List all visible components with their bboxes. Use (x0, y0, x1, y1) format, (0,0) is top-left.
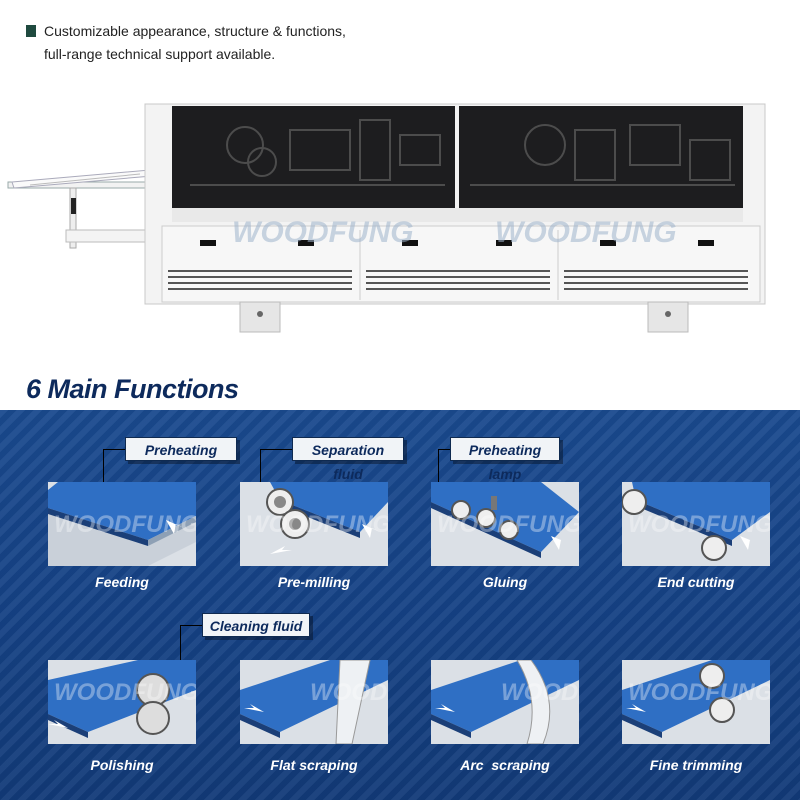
tagline: Customizable appearance, structure & fun… (26, 20, 346, 66)
svg-text:WOODFUNG: WOODFUNG (501, 679, 579, 706)
caption-pre-milling: Pre-milling (277, 574, 351, 590)
brand-watermark-left: WOODFUNG (232, 216, 414, 249)
svg-text:WOODFUNG: WOODFUNG (246, 511, 388, 538)
leader-line-lamp (438, 449, 450, 450)
leader-line-lamp-v (438, 449, 439, 491)
callout-preheating-lamp: Preheating lamp (450, 437, 560, 482)
caption-end-cutting: End cutting (657, 574, 735, 590)
tagline-line-2: full-range technical support available. (44, 46, 276, 62)
edge-banding-machine-image: WOODFUNG WOODFUNG (7, 103, 766, 333)
caption-feeding: Feeding (95, 574, 149, 590)
leader-line-cleaning-v (180, 625, 181, 680)
caption-flat-scraping: Flat scraping (270, 757, 358, 773)
leader-line-cleaning (180, 625, 202, 626)
tile-end-cutting: WOODFUNG (622, 482, 770, 566)
leader-line-separation (260, 449, 292, 450)
tile-gluing: WOODFUNG (431, 482, 579, 566)
svg-text:WOODFUNG: WOODFUNG (54, 679, 196, 706)
brand-watermark-right: WOODFUNG (495, 216, 677, 249)
tagline-line-1: Customizable appearance, structure & fun… (44, 23, 346, 39)
callout-preheating: Preheating (125, 437, 237, 461)
tile-arc-scraping: WOODFUNG (431, 660, 579, 744)
callout-separation-fluid: Separation fluid (292, 437, 404, 482)
svg-text:WOODFUNG: WOODFUNG (310, 679, 388, 706)
caption-fine-trimming: Fine trimming (649, 757, 743, 773)
caption-polishing: Polishing (90, 757, 154, 773)
leader-line-preheating-v (103, 449, 104, 499)
leader-line-preheating (103, 449, 125, 450)
bullet-icon (26, 25, 36, 37)
tile-pre-milling: WOODFUNG (240, 482, 388, 566)
tile-feeding: WOODFUNG (48, 482, 196, 566)
caption-arc-scraping: Arc scraping (460, 757, 550, 773)
feed-table (7, 169, 159, 249)
leader-line-separation-v (260, 449, 261, 491)
section-title: 6 Main Functions (26, 374, 239, 404)
callout-cleaning-fluid: Cleaning fluid (202, 613, 310, 637)
svg-text:WOODFUNG: WOODFUNG (628, 679, 770, 706)
svg-text:WOODFUNG: WOODFUNG (628, 511, 770, 538)
tile-polishing: WOODFUNG (48, 660, 196, 744)
caption-gluing: Gluing (482, 574, 528, 590)
tile-fine-trimming: WOODFUNG (622, 660, 770, 744)
tile-flat-scraping: WOODFUNG (240, 660, 388, 744)
svg-text:WOODFUNG: WOODFUNG (54, 511, 196, 538)
svg-text:WOODFUNG: WOODFUNG (437, 511, 579, 538)
